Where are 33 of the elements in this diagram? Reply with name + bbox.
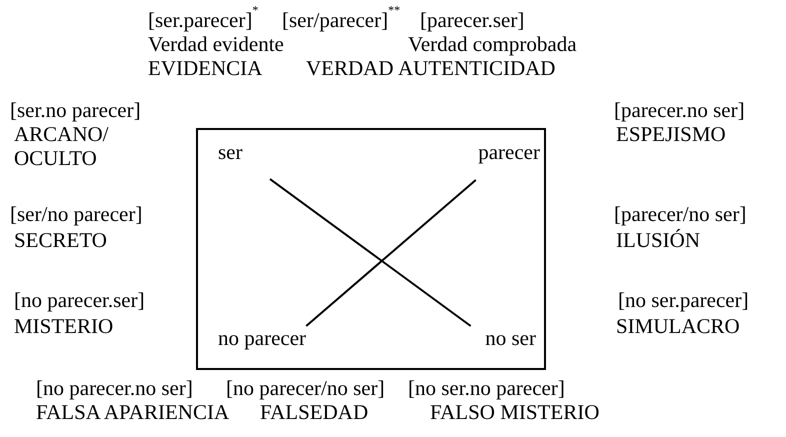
term-label: Verdad comprobada bbox=[408, 32, 577, 56]
term-label: [no parecer.no ser] bbox=[36, 376, 193, 400]
term-label: FALSO MISTERIO bbox=[430, 400, 600, 424]
term-label: no ser bbox=[485, 326, 536, 350]
term-label: [ser.parecer]$^{*}$ bbox=[148, 8, 258, 32]
term-label: [parecer.ser] bbox=[420, 8, 524, 32]
term-label: FALSEDAD bbox=[260, 400, 368, 424]
term-label: [no ser.no parecer] bbox=[408, 376, 565, 400]
term-label: ILUSIÓN bbox=[616, 228, 700, 252]
term-label: VERDAD bbox=[306, 56, 394, 80]
term-label: SECRETO bbox=[14, 228, 107, 252]
term-label: [ser/no parecer] bbox=[10, 202, 142, 226]
term-label: Verdad evidente bbox=[148, 32, 284, 56]
term-label: [parecer/no ser] bbox=[614, 202, 746, 226]
term-label: [no parecer/no ser] bbox=[226, 376, 385, 400]
term-label: MISTERIO bbox=[14, 314, 114, 338]
term-label: parecer bbox=[478, 140, 540, 164]
term-label: no parecer bbox=[218, 326, 306, 350]
term-label: ARCANO/ OCULTO bbox=[14, 122, 109, 170]
term-label: AUTENTICIDAD bbox=[398, 56, 556, 80]
term-label: [ser.no parecer] bbox=[10, 98, 141, 122]
term-label: FALSA APARIENCIA bbox=[36, 400, 230, 424]
term-label: [no parecer.ser] bbox=[14, 288, 145, 312]
term-label: ESPEJISMO bbox=[616, 122, 726, 146]
connector-line bbox=[306, 179, 476, 327]
term-label: SIMULACRO bbox=[616, 314, 740, 338]
term-label: EVIDENCIA bbox=[148, 56, 262, 80]
term-label: [parecer.no ser] bbox=[614, 98, 745, 122]
connector-line bbox=[269, 178, 472, 327]
term-label: ser bbox=[218, 140, 242, 164]
term-label: [no ser.parecer] bbox=[618, 288, 749, 312]
diagram-frame bbox=[196, 128, 546, 370]
term-label: [ser/parecer]$^{**}$ bbox=[282, 8, 400, 32]
